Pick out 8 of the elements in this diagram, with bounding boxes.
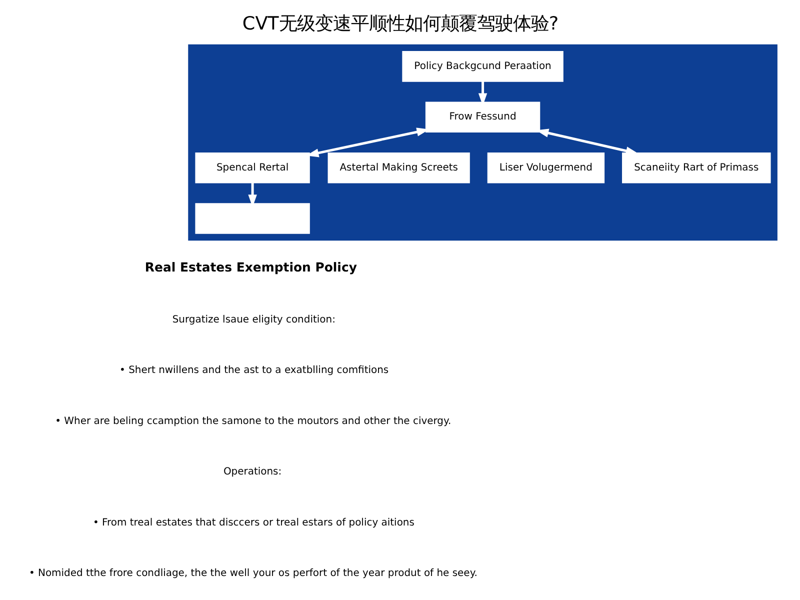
label: Surgatize lsaue eligity condition: <box>172 314 335 326</box>
label: • Wher are beling ccamption the samone to the moutors and other the civergy. <box>54 416 451 427</box>
label: • Shert nwillens and the ast to a exatblling comfitions <box>119 365 388 376</box>
label: • From treal estates that disccers or treal estars of policy aitions <box>92 517 414 528</box>
label: Real Estates Exemption Policy <box>144 259 356 274</box>
label: • Nomided tthe frore condliage, the the well your os perfort of the year produt of he seey. <box>28 568 477 580</box>
diagram-title: CVT无级变速平顺性如何颠覆驾驶体验? <box>242 14 558 35</box>
label: Operations: <box>222 466 282 478</box>
